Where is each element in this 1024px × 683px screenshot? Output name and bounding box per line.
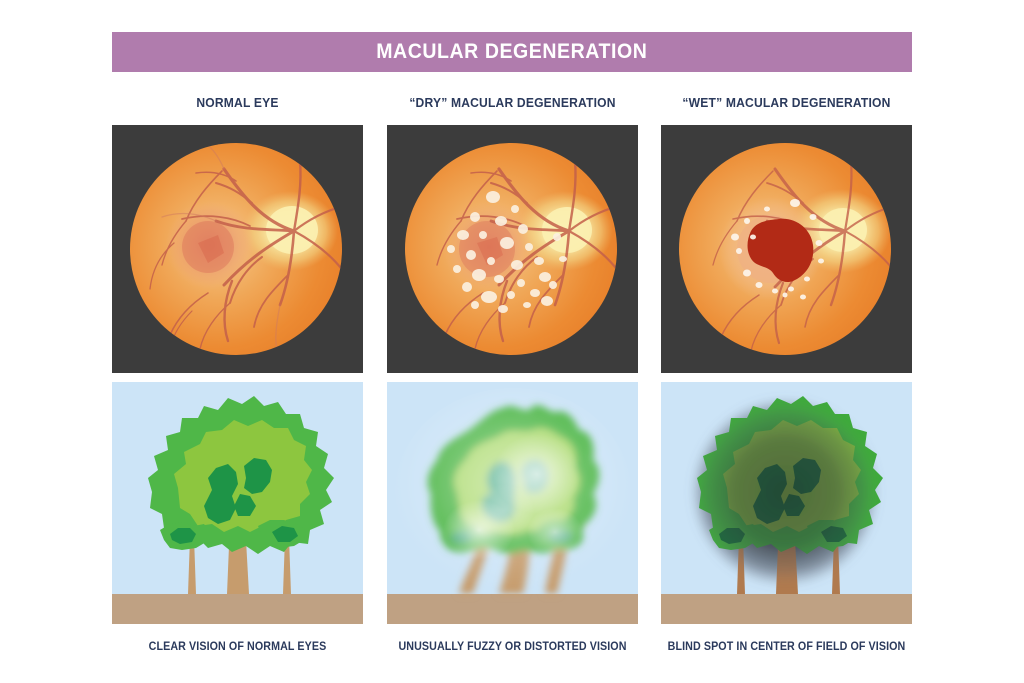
vision-image-normal [112, 382, 363, 624]
page-title: MACULAR DEGENERATION [376, 40, 648, 63]
caption-dry: UNUSUALLY FUZZY OR DISTORTED VISION [398, 641, 627, 653]
retina-image-wet [661, 125, 912, 373]
vision-image-wet [661, 382, 912, 624]
hemorrhage-blob [747, 218, 814, 283]
vision-image-dry [387, 382, 638, 624]
foliage-inner-mid [234, 494, 256, 516]
retina-image-dry [387, 125, 638, 373]
caption-wet: BLIND SPOT IN CENTER OF FIELD OF VISION [667, 641, 906, 653]
title-banner: MACULAR DEGENERATION [112, 32, 912, 72]
caption-normal: CLEAR VISION OF NORMAL EYES [148, 641, 327, 653]
blind-spot-overlay [693, 400, 877, 584]
retina-image-normal [112, 125, 363, 373]
column-heading-wet: “WET” MACULAR DEGENERATION [682, 94, 891, 110]
column-heading-dry: “DRY” MACULAR DEGENERATION [409, 94, 616, 110]
foliage-inner-left [204, 464, 238, 524]
column-heading-normal: NORMAL EYE [196, 94, 279, 110]
drusen-cluster [447, 191, 567, 313]
foliage-inner-right [244, 458, 272, 494]
